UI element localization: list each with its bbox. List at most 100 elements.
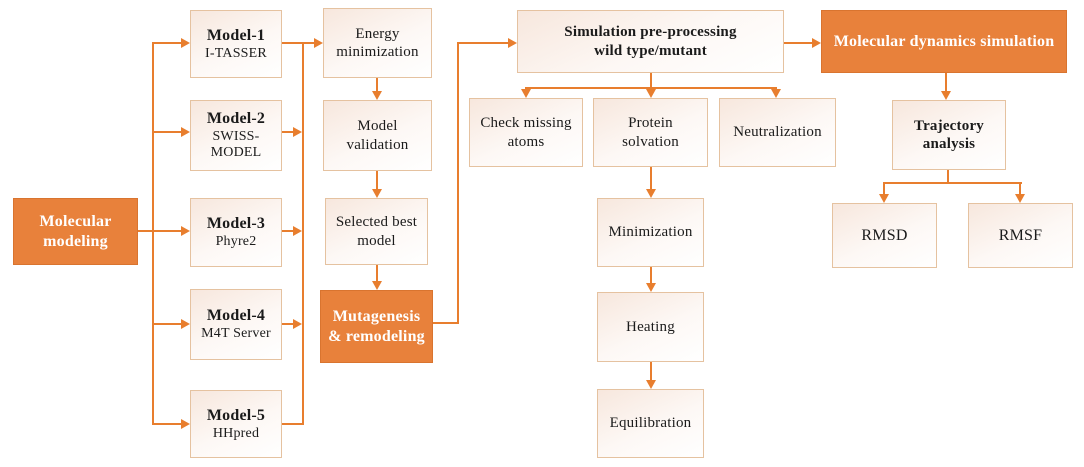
connector-mutagenesis-up: [457, 42, 459, 324]
arrowhead-model3-out: [293, 226, 302, 236]
connector-split-rmsd: [883, 182, 885, 195]
connector-model3-out: [282, 230, 295, 232]
node-label: Neutralization: [733, 124, 822, 141]
node-subtitle: M4T Server: [201, 326, 271, 341]
connector-md-to-trajectory: [945, 73, 947, 92]
arrowhead-model4: [181, 319, 190, 329]
arrowhead-rmsd: [879, 194, 889, 203]
node-label: Heating: [626, 318, 675, 335]
arrowhead-mutagenesis: [372, 281, 382, 290]
node-subtitle: I-TASSER: [205, 45, 267, 61]
node-model-5: Model-5 HHpred: [190, 390, 282, 458]
node-title: Model-1: [206, 26, 266, 44]
node-label: Selected best model: [335, 214, 418, 249]
arrowhead-model5: [181, 419, 190, 429]
connector-model4-out: [282, 323, 295, 325]
node-label-line2: wild type/mutant: [594, 42, 707, 59]
connector-solvation-to-minimization: [650, 167, 652, 190]
node-subtitle: MODEL: [210, 145, 262, 161]
node-label: Molecular dynamics simulation: [833, 32, 1055, 50]
node-rmsd: RMSD: [832, 203, 937, 268]
node-model-4: Model-4 M4T Server: [190, 289, 282, 360]
node-equilibration: Equilibration: [597, 389, 704, 458]
node-simulation-preprocessing: Simulation pre-processing wild type/muta…: [517, 10, 784, 73]
arrowhead-model4-out: [293, 319, 302, 329]
node-label: Minimization: [608, 224, 693, 241]
connector-heating-to-equilibration: [650, 362, 652, 381]
connector-trajectory-split-bar: [883, 182, 1022, 184]
connector-model5-out: [282, 423, 304, 425]
connector-branch-model4: [152, 323, 182, 325]
node-trajectory-analysis: Trajectory analysis: [892, 100, 1006, 170]
arrowhead-model3: [181, 226, 190, 236]
node-label-line2: analysis: [922, 136, 976, 152]
arrowhead-rmsf: [1015, 194, 1025, 203]
connector-branch-model3: [152, 230, 182, 232]
connector-split-bar: [525, 87, 777, 89]
arrowhead-md-simulation: [812, 38, 821, 48]
node-label: Model validation: [346, 118, 409, 153]
connector-preprocessing-down: [650, 73, 652, 89]
node-model-validation: Model validation: [323, 100, 432, 171]
arrowhead-neutralization: [771, 89, 781, 98]
connector-mutagenesis-out: [433, 322, 459, 324]
arrowhead-minimization: [646, 189, 656, 198]
node-rmsf: RMSF: [968, 203, 1073, 268]
arrowhead-preprocessing: [508, 38, 517, 48]
node-energy-minimization: Energy minimization: [323, 8, 432, 78]
connector-branch-model5: [152, 423, 182, 425]
node-label: Energy minimization: [336, 25, 419, 60]
arrowhead-model-validation: [372, 91, 382, 100]
connector-models-left-trunk: [152, 42, 154, 425]
connector-model1-out: [282, 42, 315, 44]
arrowhead-model2: [181, 127, 190, 137]
connector-validation-to-selected: [376, 171, 378, 190]
connector-minimization-to-heating: [650, 267, 652, 284]
arrowhead-check-missing-atoms: [521, 89, 531, 98]
node-mutagenesis-remodeling: Mutagenesis & remodeling: [320, 290, 433, 363]
node-label: RMSD: [861, 226, 908, 244]
node-check-missing-atoms: Check missing atoms: [469, 98, 583, 167]
connector-model2-out: [282, 131, 295, 133]
node-model-1: Model-1 I-TASSER: [190, 10, 282, 78]
arrowhead-energy-minimization: [314, 38, 323, 48]
node-title: Model-3: [206, 215, 266, 233]
arrowhead-model1: [181, 38, 190, 48]
arrowhead-selected-best: [372, 189, 382, 198]
connector-branch-model1: [152, 42, 182, 44]
connector-selected-to-mutagenesis: [376, 265, 378, 282]
node-model-3: Model-3 Phyre2: [190, 198, 282, 267]
node-title: Model-2: [206, 110, 266, 128]
node-label-line1: Trajectory: [913, 117, 984, 134]
node-title: Model-5: [206, 406, 266, 424]
node-label: Equilibration: [609, 415, 692, 432]
node-label: Check missing atoms: [480, 115, 572, 150]
node-label: Protein solvation: [622, 115, 679, 150]
connector-to-preprocessing: [457, 42, 509, 44]
node-molecular-modeling: Molecular modeling: [13, 198, 138, 265]
arrowhead-protein-solvation: [646, 89, 656, 98]
arrowhead-model2-out: [293, 127, 302, 137]
node-subtitle: Phyre2: [215, 234, 257, 249]
connector-trajectory-down: [947, 170, 949, 183]
node-model-2: Model-2 SWISS- MODEL: [190, 100, 282, 171]
node-label-line1: Simulation pre-processing: [564, 24, 737, 41]
node-minimization: Minimization: [597, 198, 704, 267]
connector-models-right-trunk: [302, 42, 304, 425]
node-label: RMSF: [998, 226, 1043, 244]
node-subtitle: SWISS-: [212, 128, 260, 144]
node-label: Molecular modeling: [39, 212, 112, 250]
node-selected-best-model: Selected best model: [325, 198, 428, 265]
connector-split-rmsf: [1019, 182, 1021, 195]
node-neutralization: Neutralization: [719, 98, 836, 167]
connector-branch-model2: [152, 131, 182, 133]
arrowhead-equilibration: [646, 380, 656, 389]
arrowhead-heating: [646, 283, 656, 292]
node-title: Model-4: [206, 307, 266, 325]
node-protein-solvation: Protein solvation: [593, 98, 708, 167]
node-molecular-dynamics-simulation: Molecular dynamics simulation: [821, 10, 1067, 73]
node-label: Mutagenesis & remodeling: [328, 307, 425, 345]
connector-modeling-to-trunk: [138, 230, 154, 232]
connector-energy-to-validation: [376, 78, 378, 92]
